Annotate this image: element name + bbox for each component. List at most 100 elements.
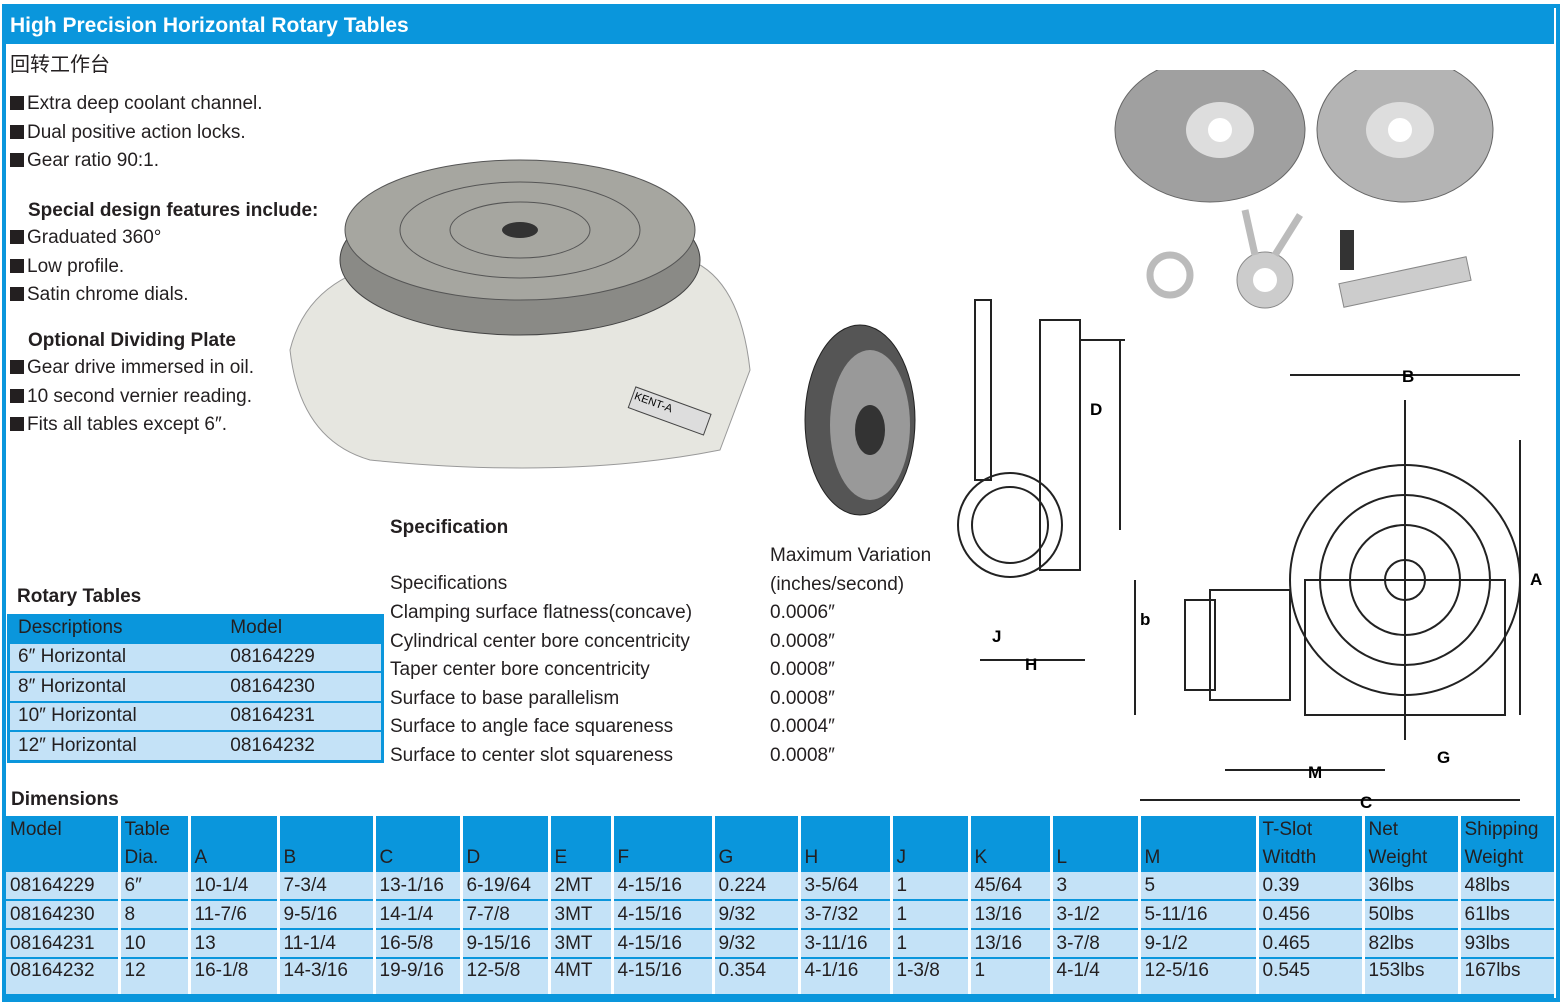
cell: 4-1/16 (797, 958, 891, 1000)
header-cell (276, 816, 374, 844)
cell: 4-15/16 (610, 929, 713, 959)
spec-name: Surface to center slot squareness (390, 744, 674, 766)
spec-value: 0.0008″ (770, 630, 835, 652)
feature-item: Gear ratio 90:1. (10, 147, 263, 176)
label-c: C (1360, 793, 1372, 812)
cell: 93lbs (1457, 929, 1554, 959)
cell: 3MT (547, 900, 612, 930)
cell: 0.39 (1255, 872, 1363, 901)
header-cell (889, 816, 969, 844)
feature-item: Dual positive action locks. (10, 119, 263, 148)
header-cell: C (372, 844, 461, 872)
spec-col2-title: Maximum Variation (inches/second) (770, 542, 931, 599)
header-cell: Weight (1361, 844, 1459, 872)
cell: 5-11/16 (1137, 900, 1257, 930)
spec-list: Clamping surface flatness(concave)0.0006… (390, 599, 950, 770)
spec-name: Cylindrical center bore concentricity (390, 630, 690, 652)
chinese-subtitle: 回转工作台 (10, 54, 110, 76)
cell: 0.545 (1255, 958, 1363, 1000)
header-cell: H (797, 844, 891, 872)
header-cell: Model (6, 816, 119, 844)
cell: 13/16 (967, 929, 1051, 959)
spec-col1-title: Specifications (390, 573, 508, 594)
cell: 50lbs (1361, 900, 1459, 930)
cell: 1 (967, 958, 1051, 1000)
optional-item: Gear drive immersed in oil. (10, 354, 254, 383)
spec-name: Clamping surface flatness(concave) (390, 602, 693, 623)
cell: 10 (117, 929, 189, 959)
cell: 3 (1049, 872, 1139, 901)
header-cell: Descriptions (8, 614, 223, 644)
cell: 08164230 (222, 672, 383, 703)
cell: 1 (889, 872, 969, 901)
cell: 5 (1137, 872, 1257, 901)
spec-row: Taper center bore concentricity 0.0008″ (390, 656, 950, 685)
spec-heading: Specification (390, 517, 509, 538)
cell: 0.354 (711, 958, 799, 1000)
label-m: M (1308, 763, 1322, 782)
special-list: Graduated 360° Low profile. Satin chrome… (10, 224, 189, 310)
page-frame (2, 4, 1560, 1002)
special-item: Satin chrome dials. (10, 281, 189, 310)
cell: 13 (187, 929, 278, 959)
optional-item: 10 second vernier reading. (10, 383, 254, 412)
label-a: A (1530, 570, 1542, 589)
header-cell: K (967, 844, 1051, 872)
header-cell: D (459, 844, 549, 872)
header-cell (1137, 816, 1257, 844)
feature-item: Extra deep coolant channel. (10, 90, 263, 119)
cell: 4-1/4 (1049, 958, 1139, 1000)
header-cell: Shipping (1457, 816, 1554, 844)
cell: 3-7/32 (797, 900, 891, 930)
spec-value: 0.0008″ (770, 687, 835, 709)
cell: 153lbs (1361, 958, 1459, 1000)
cell: 48lbs (1457, 872, 1554, 901)
optional-heading: Optional Dividing Plate (28, 330, 236, 351)
spec-value: 0.0008″ (770, 659, 835, 680)
header-cell (610, 816, 713, 844)
cell: 6″ Horizontal (8, 642, 223, 673)
cell: 0.224 (711, 872, 799, 901)
rotary-table-photo: KENT-A (289, 159, 916, 516)
cell: 1 (889, 929, 969, 959)
label-g: G (1437, 748, 1450, 767)
spec-value: 0.0004″ (770, 716, 835, 737)
label-j: J (992, 627, 1001, 646)
cell: 82lbs (1361, 929, 1459, 959)
header-cell (547, 816, 612, 844)
cell: 3-11/16 (797, 929, 891, 959)
cell: 8″ Horizontal (8, 672, 223, 703)
cell: 08164232 (6, 958, 119, 1000)
header-cell: Table (117, 816, 189, 844)
spec-name: Taper center bore concentricity (390, 659, 650, 680)
optional-item: Fits all tables except 6″. (10, 411, 254, 440)
spec-row: Cylindrical center bore concentricity 0.0… (390, 628, 950, 657)
header-cell: E (547, 844, 612, 872)
special-item: Graduated 360° (10, 224, 189, 253)
dividing-plates-photo (1114, 70, 1494, 309)
dimension-diagram: B A C D M G J H b (957, 299, 1542, 812)
cell: 08164230 (6, 900, 119, 930)
cell: 11-7/6 (187, 900, 278, 930)
optional-list: Gear drive immersed in oil. 10 second ve… (10, 354, 254, 440)
cell: 3-5/64 (797, 872, 891, 901)
cell: 12-5/16 (1137, 958, 1257, 1000)
cell: 4-15/16 (610, 872, 713, 901)
label-h: H (1025, 655, 1037, 674)
header-cell (797, 816, 891, 844)
header-cell (1049, 816, 1139, 844)
header-cell (372, 816, 461, 844)
header-cell (967, 816, 1051, 844)
